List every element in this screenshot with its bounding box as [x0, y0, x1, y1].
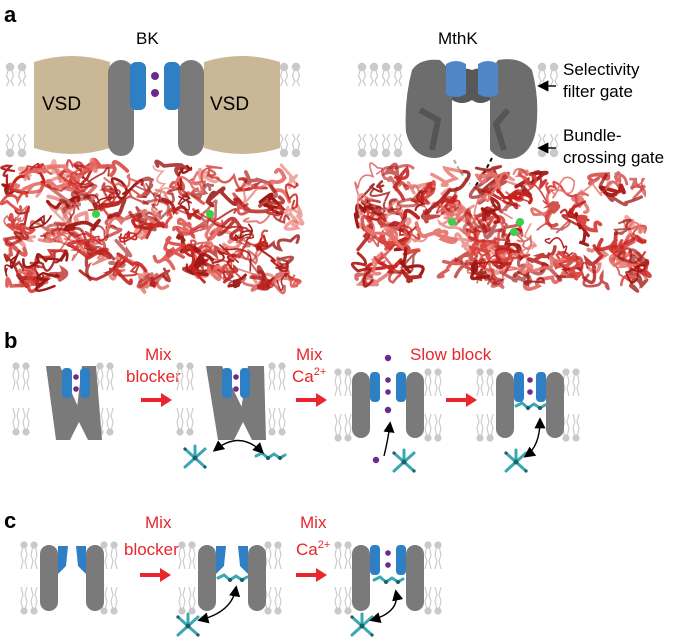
c-step1-line2: blocker: [124, 540, 179, 559]
panel-c-label: c: [4, 508, 16, 533]
c-blocker-free-2: [348, 612, 376, 639]
annotation-bundle-line2: crossing gate: [563, 148, 664, 167]
b-ion-arrow: [383, 421, 395, 457]
annotation-bundle-line1: Bundle-: [563, 126, 622, 145]
annotation-filter-line2: filter gate: [563, 82, 633, 101]
bk-vsd-right: VSD: [204, 56, 280, 154]
c-arrow-1: [138, 566, 173, 584]
b-blocker-free-3: [502, 448, 530, 475]
annotation-filter-line1: Selectivity: [563, 60, 640, 79]
c-step2-line2: Ca2+: [296, 539, 330, 559]
c-exchange-arrow-1: [197, 585, 241, 624]
b-exchange-arrow-1: [212, 439, 264, 454]
c-step2-line1: Mix: [300, 513, 327, 532]
b-step2-line2: Ca2+: [292, 366, 326, 386]
bk-gating-ring: [0, 157, 305, 295]
c-blocker-free-1: [174, 612, 202, 639]
panel-c-state1-open: [19, 540, 119, 616]
b-arrow-1: [139, 391, 174, 409]
vsd-label-left: VSD: [42, 94, 81, 115]
panel-a-label: a: [4, 2, 17, 27]
b-blocker-flat-1: [254, 451, 287, 462]
b-exchange-arrow-2: [523, 417, 546, 458]
b-ion-free: [372, 456, 380, 464]
panel-b-state3-open: [333, 354, 443, 443]
panel-b-state4-blocked: [475, 367, 581, 443]
b-blocker-free-2: [390, 448, 418, 475]
c-step1-line1: Mix: [145, 513, 172, 532]
panel-b-state1-closed: [11, 361, 115, 440]
linker-dashed-left: [453, 159, 471, 185]
bk-pore-domain: [108, 60, 204, 156]
b-step2-line1: Mix: [296, 345, 323, 364]
bk-vsd-left: VSD: [34, 56, 110, 154]
c-exchange-arrow-2: [369, 589, 404, 624]
c-arrow-2: [294, 566, 329, 584]
b-step1-line2: blocker: [126, 367, 181, 386]
panel-c-state3-blocked-ca: [333, 540, 443, 616]
b-arrow-3: [444, 391, 479, 409]
mthk-pore-surface: [405, 59, 538, 159]
mthk-gating-ring: [350, 162, 652, 293]
panel-b-label: b: [4, 328, 17, 353]
b-step1-line1: Mix: [145, 345, 172, 364]
mthk-title: MthK: [438, 29, 478, 48]
bk-title: BK: [136, 29, 159, 48]
b-arrow-2: [294, 391, 329, 409]
panel-b-state2-closed: [175, 361, 287, 440]
b-step3: Slow block: [410, 345, 492, 364]
vsd-label-right: VSD: [210, 94, 249, 115]
b-blocker-free-1: [181, 444, 209, 471]
